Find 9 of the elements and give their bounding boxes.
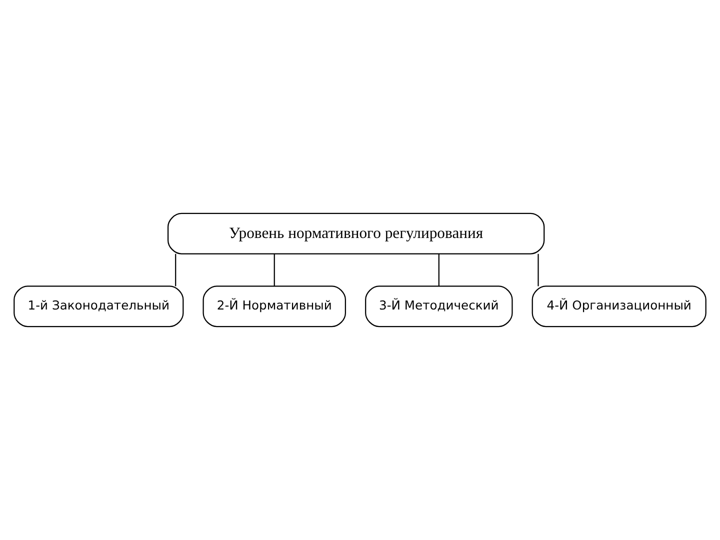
node-box: Уровень нормативного регулирования (167, 212, 545, 254)
node-box: 4-Й Организационный (532, 286, 706, 328)
connector (438, 254, 440, 286)
node-box: 2-Й Нормативный (202, 286, 346, 328)
node-box: 3-Й Методический (365, 286, 513, 328)
connector (175, 254, 176, 286)
connector (274, 254, 275, 286)
node-box: 1-й Законодательный (14, 286, 184, 328)
connector (538, 254, 539, 286)
